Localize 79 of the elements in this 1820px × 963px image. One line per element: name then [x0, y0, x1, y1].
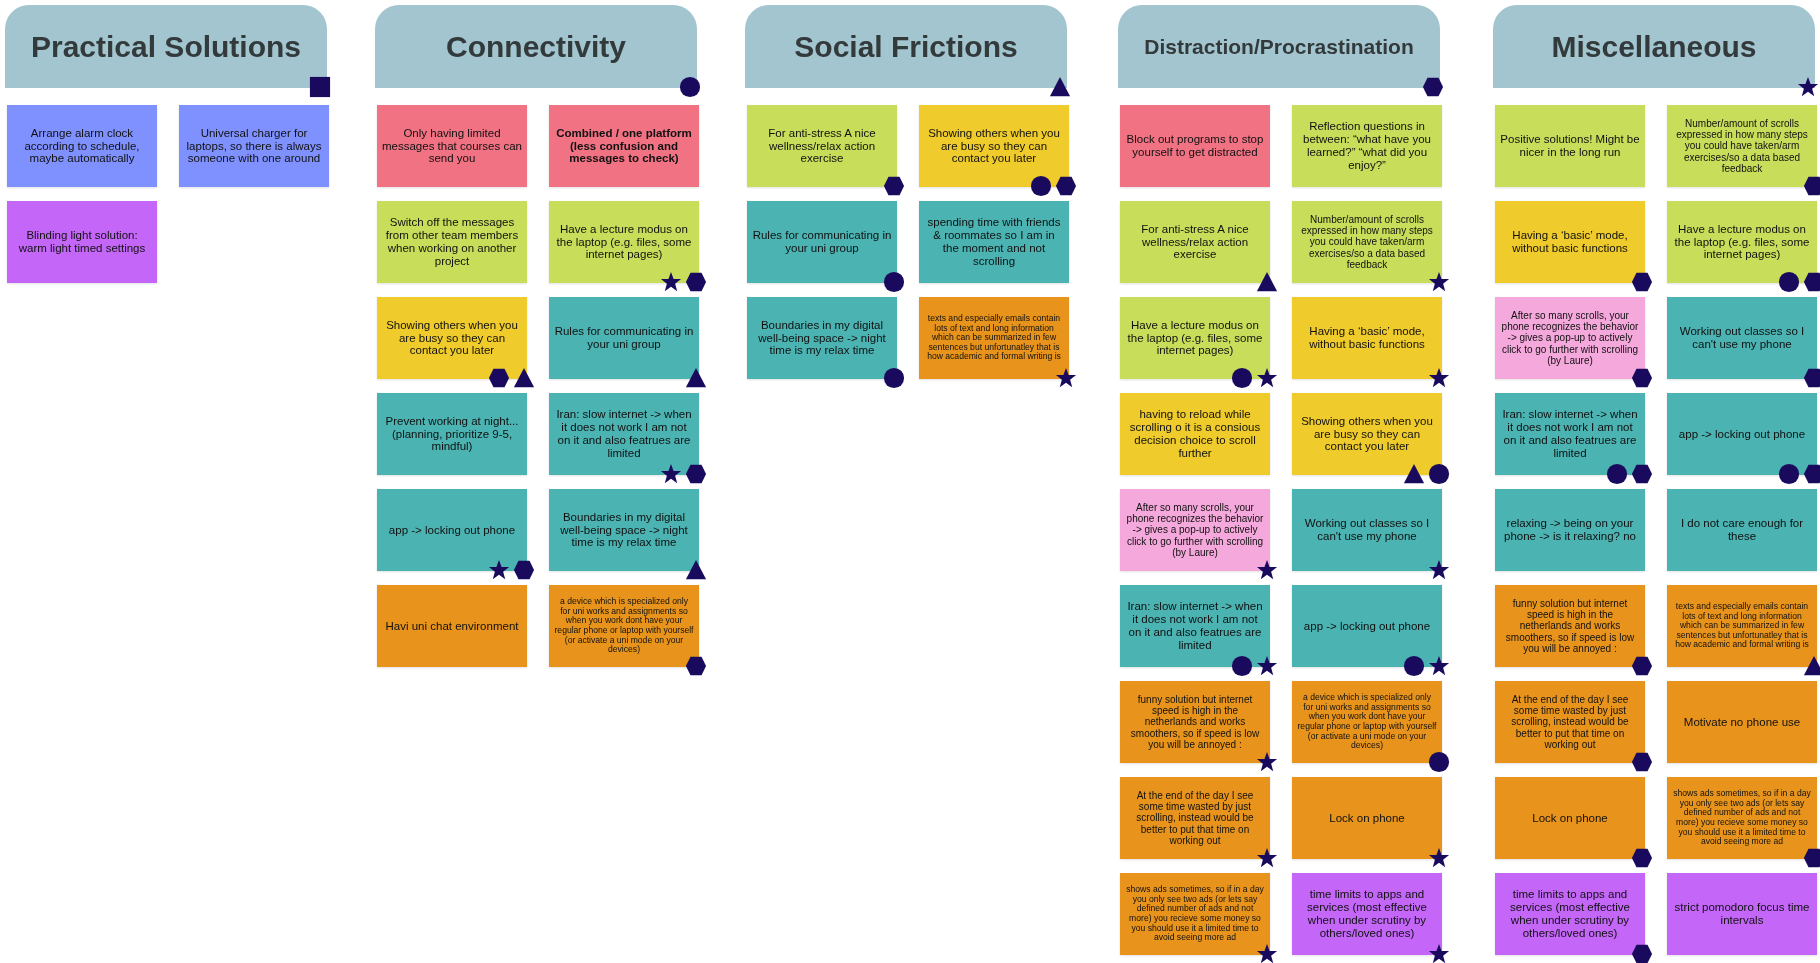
note-text: I do not care enough for these [1679, 517, 1805, 543]
note-text: spending time with friends & roommates so I am in the moment and not scrolling [926, 216, 1062, 268]
sticky-note [179, 105, 329, 187]
note-text: Iran: slow internet -> when it does not work I am not on it and also featrues are limited [555, 408, 693, 460]
note-text: Have a lecture modus on the laptop (e.g. files, some internet pages) [1673, 222, 1811, 262]
note-text: having to reload while scrolling o it is a consious decision choice to scroll further [1128, 408, 1262, 460]
sticky-note [1495, 489, 1645, 571]
note-text: After so many scrolls, your phone recognizes the behavior -> gives a pop-up to actively click to go further with scrolling (by Laure) [1125, 502, 1265, 558]
note-text: shows ads sometimes, so if in a day you only see two ads (or lets say defined number of ads and not more) you recieve some money so you should use it a limited time to avoid seeing more ad [1125, 885, 1265, 943]
note-text: funny solution but internet speed is high in the netherlands and works smoothers, so if speed is low you will be annoyed : [1129, 694, 1261, 750]
sticky-note [7, 201, 157, 283]
category-title: Practical Solutions [30, 29, 302, 64]
note-text: Working out classes so I can't use my phone [1303, 517, 1431, 543]
note-text: app -> locking out phone [388, 523, 516, 537]
note-text: For anti-stress A nice wellness/relax action exercise [1140, 222, 1250, 262]
note-text: Boundaries in my digital well-being space -> night time is my relax time [757, 318, 887, 358]
note-text: Prevent working at night... (planning, prioritize 9-5, mindful) [384, 414, 520, 454]
note-text: At the end of the day I see some time wasted by just scrolling, instead would be better to put that time on working out [1510, 694, 1630, 750]
note-text: texts and especially emails contain lots of text and long information which can be summarized in few sentences but unfortunatley that is how academic and formal writing is [926, 313, 1062, 363]
note-text: app -> locking out phone [1303, 619, 1431, 633]
note-text: app -> locking out phone [1678, 427, 1806, 441]
note-text: After so many scrolls, your phone recognizes the behavior -> gives a pop-up to actively click to go further with scrolling (by Laure) [1500, 310, 1640, 366]
note-text: Rules for communicating in your uni group [554, 325, 694, 351]
note-text: Havi uni chat environment [385, 619, 519, 633]
sticky-note [1495, 105, 1645, 187]
sticky-note [377, 393, 527, 475]
sticky-note [377, 201, 527, 283]
note-text: Arrange alarm clock according to schedule, maybe automatically [23, 126, 141, 166]
note-text: Iran: slow internet -> when it does not work I am not on it and also featrues are limited [1126, 600, 1264, 652]
note-text: Boundaries in my digital well-being space -> night time is my relax time [559, 510, 689, 550]
sticky-note [1292, 105, 1442, 187]
note-text: a device which is specialized only for uni works and assignments so when you work dont have your regular phone or laptop with yourself (or activate a uni mode on your devices) [1297, 693, 1437, 751]
note-text: shows ads sometimes, so if in a day you only see two ads (or lets say defined number of ads and not more) you recieve some money so you should use it a limited time to avoid seeing more ad [1672, 789, 1812, 847]
note-text: Number/amount of scrolls expressed in how many steps you could have taken/arm exercises/so a data based feedback [1675, 118, 1809, 174]
note-text: At the end of the day I see some time wasted by just scrolling, instead would be better to put that time on working out [1135, 790, 1255, 846]
note-text: Combined / one platform (less confusion and messages to check) [555, 126, 693, 166]
category-title: Miscellaneous [1551, 29, 1757, 64]
note-text: Have a lecture modus on the laptop (e.g. files, some internet pages) [1126, 318, 1264, 358]
note-text: Positive solutions! Might be nicer in the long run [1500, 133, 1640, 159]
note-text: Having a ‘basic’ mode, without basic functions [1308, 325, 1426, 351]
note-text: strict pomodoro focus time intervals [1673, 901, 1811, 927]
note-text: Showing others when you are busy so they can contact you later [927, 126, 1061, 166]
note-text: Showing others when you are busy so they can contact you later [385, 318, 519, 358]
sticky-note [1667, 489, 1817, 571]
note-text: Lock on phone [1532, 811, 1608, 825]
note-text: Have a lecture modus on the laptop (e.g. files, some internet pages) [555, 222, 693, 262]
note-text: Universal charger for laptops, so there is always someone with one around [185, 126, 323, 166]
note-text: Blinding light solution: warm light timed settings [17, 229, 147, 255]
sticky-note [1667, 873, 1817, 955]
note-text: Switch off the messages from other team members when working on another project [384, 216, 520, 268]
note-text: Reflection questions in between: “what have you learned?” “what did you enjoy?” [1302, 120, 1432, 172]
sticky-note [377, 585, 527, 667]
note-text: funny solution but internet speed is high in the netherlands and works smoothers, so if speed is low you will be annoyed : [1504, 598, 1636, 654]
sticky-note [1120, 105, 1270, 187]
sticky-note [549, 105, 699, 187]
sticky-note [7, 105, 157, 187]
note-text: Block out programs to stop yourself to get distracted [1125, 133, 1265, 159]
note-text: relaxing -> being on your phone -> is it relaxing? no [1503, 517, 1637, 543]
sticky-note [1120, 393, 1270, 475]
note-text: Having a ‘basic’ mode, without basic functions [1511, 229, 1629, 255]
note-text: Only having limited messages that courses can send you [382, 126, 522, 166]
category-title: Social Frictions [794, 29, 1018, 64]
note-text: Rules for communicating in your uni group [752, 229, 892, 255]
note-text: Showing others when you are busy so they can contact you later [1300, 414, 1434, 454]
note-text: Lock on phone [1329, 811, 1405, 825]
category-title: Connectivity [446, 29, 626, 64]
note-text: time limits to apps and services (most effective when under scrutiny by others/loved ones) [1509, 888, 1631, 940]
note-text: Number/amount of scrolls expressed in how many steps you could have taken/arm exercises/so a data based feedback [1300, 214, 1434, 270]
note-text: a device which is specialized only for uni works and assignments so when you work dont have your regular phone or laptop with yourself (or activate a uni mode on your devices) [554, 597, 694, 655]
note-text: Working out classes so I can't use my phone [1678, 325, 1806, 351]
sticky-note [919, 201, 1069, 283]
category-title: Distraction/Procrastination [1144, 34, 1414, 59]
note-text: For anti-stress A nice wellness/relax action exercise [767, 126, 877, 166]
note-text: Motivate no phone use [1683, 715, 1801, 729]
sticky-note [1667, 681, 1817, 763]
note-text: texts and especially emails contain lots of text and long information which can be summarized in few sentences but unfortunatley that is how academic and formal writing is [1674, 601, 1810, 651]
note-text: Iran: slow internet -> when it does not work I am not on it and also featrues are limited [1501, 408, 1639, 460]
sticky-note [377, 105, 527, 187]
note-text: time limits to apps and services (most effective when under scrutiny by others/loved ones) [1306, 888, 1428, 940]
